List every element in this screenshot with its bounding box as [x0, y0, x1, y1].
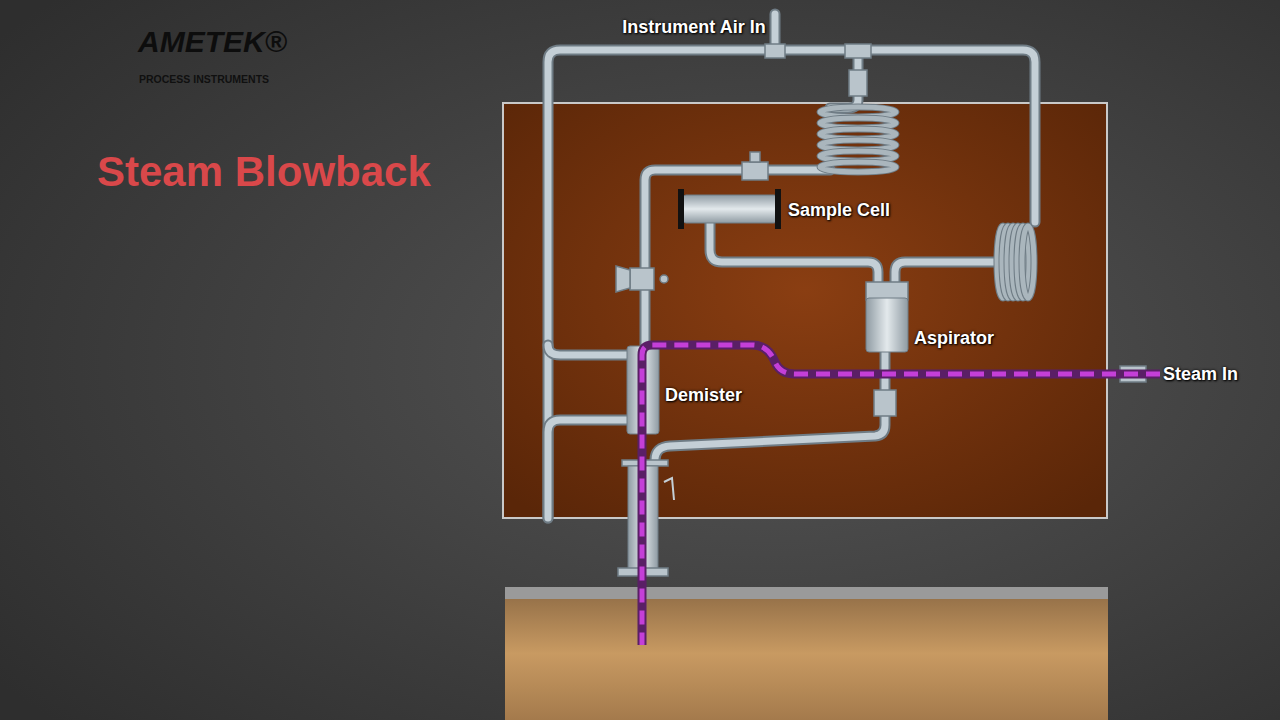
sample-valve	[742, 162, 768, 180]
coil-winding	[1022, 226, 1034, 298]
process-wall	[505, 587, 1108, 599]
blowback-valve	[630, 268, 654, 290]
probe-handle	[664, 478, 674, 500]
air-tee	[765, 44, 785, 58]
valve-actuator	[750, 152, 760, 162]
cell-window	[775, 189, 781, 229]
valve-port	[660, 275, 668, 283]
cell-window	[678, 189, 684, 229]
heating-coil	[820, 107, 896, 172]
heating-coil	[997, 226, 1034, 298]
coil-winding	[820, 162, 896, 172]
steam-valve	[874, 390, 896, 416]
part-label: Sample Cell	[788, 200, 890, 221]
brand-subtitle: PROCESS INSTRUMENTS	[139, 73, 269, 85]
brand-logo: AMETEK®	[138, 25, 287, 59]
analyzer-enclosure	[503, 103, 1107, 518]
steam-path	[642, 345, 1160, 645]
part-label: Aspirator	[914, 328, 994, 349]
part-label: Instrument Air In	[622, 17, 765, 38]
valve-actuator	[616, 266, 630, 292]
air-piping	[548, 14, 1035, 518]
aspirator	[866, 298, 908, 352]
regulator-valve	[849, 70, 867, 96]
coil-winding	[1022, 226, 1034, 298]
air-tee	[845, 44, 871, 58]
aspirator-fittings	[866, 282, 908, 300]
part-label: Steam In	[1163, 364, 1238, 385]
part-label: Demister	[665, 385, 742, 406]
process-stream	[505, 587, 1108, 720]
coil-winding	[820, 162, 896, 172]
diagram-title: Steam Blowback	[97, 148, 431, 196]
sample-cell	[682, 195, 778, 223]
